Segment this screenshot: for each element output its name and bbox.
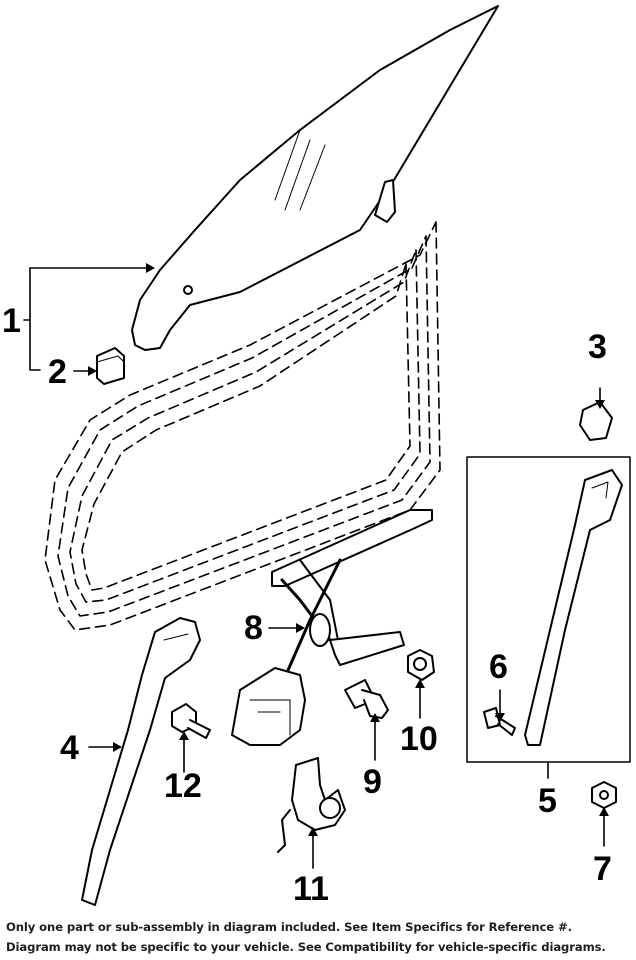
nut-10-part bbox=[407, 649, 435, 681]
nut-7-part bbox=[591, 781, 617, 809]
callout-12: 12 bbox=[164, 767, 202, 805]
clip-3-part bbox=[579, 401, 613, 441]
glass-clip-part bbox=[96, 347, 125, 385]
callout-4: 4 bbox=[60, 729, 79, 767]
disclaimer-line-2: Diagram may not be specific to your vehi… bbox=[6, 940, 606, 954]
callout-1: 1 bbox=[2, 302, 21, 340]
callout-11: 11 bbox=[293, 870, 329, 908]
door-glass-part bbox=[131, 5, 499, 351]
callout-9: 9 bbox=[363, 763, 382, 801]
callout-10: 10 bbox=[400, 720, 438, 758]
arrow-heads bbox=[88, 263, 609, 836]
disclaimer-line-1: Only one part or sub-assembly in diagram… bbox=[6, 920, 572, 934]
callout-6: 6 bbox=[489, 648, 508, 686]
parts-diagram bbox=[23, 5, 631, 906]
rear-run-channel-part bbox=[524, 469, 623, 746]
callout-8: 8 bbox=[244, 609, 263, 647]
bolt-9-part bbox=[344, 679, 389, 719]
window-motor-part bbox=[277, 757, 346, 853]
callout-2: 2 bbox=[48, 353, 67, 391]
callout-5: 5 bbox=[538, 782, 557, 820]
disclaimer-footer: Only one part or sub-assembly in diagram… bbox=[0, 913, 636, 960]
bolt-12-part bbox=[171, 703, 211, 739]
leader-lines bbox=[23, 267, 605, 869]
window-regulator-part bbox=[231, 509, 433, 746]
callout-3: 3 bbox=[588, 328, 607, 366]
run-channel-part bbox=[81, 617, 201, 906]
callout-7: 7 bbox=[593, 850, 612, 888]
